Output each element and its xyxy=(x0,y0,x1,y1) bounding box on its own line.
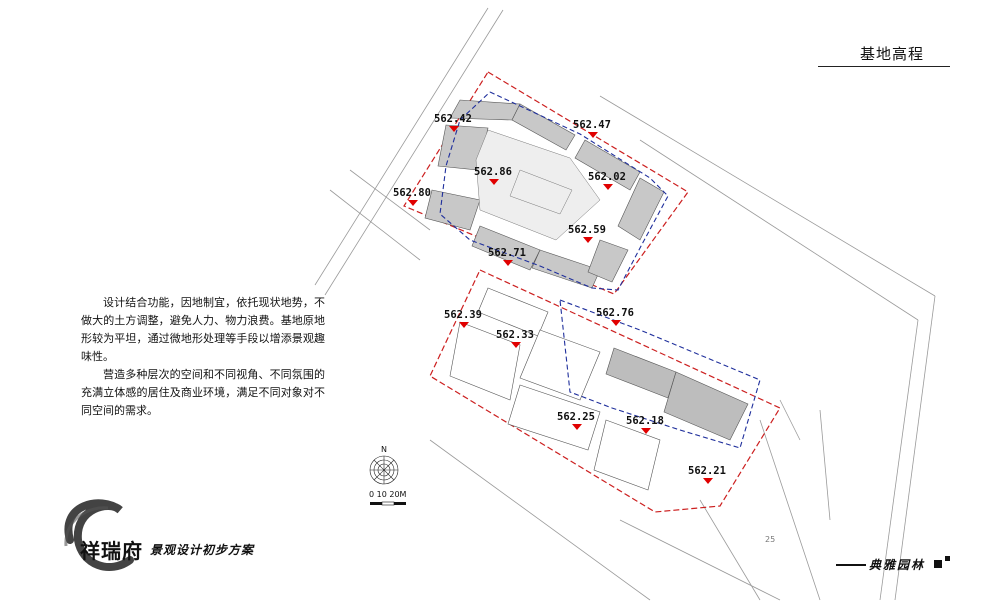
elevation-marker-icon xyxy=(611,320,621,326)
elevation-label: 562.39 xyxy=(444,309,482,321)
footer-dash xyxy=(836,564,866,566)
brand-name: 祥瑞府 xyxy=(80,539,143,563)
compass-rose xyxy=(369,455,399,485)
elevation-label: 562.02 xyxy=(588,171,626,183)
elevation-label: 562.71 xyxy=(488,247,526,259)
description-paragraph-2: 营造多种层次的空间和不同视角、不同氛围的充满立体感的居住及商业环境，满足不同对象… xyxy=(81,368,325,417)
building-outline xyxy=(439,91,761,449)
elevation-marker-icon xyxy=(459,322,469,328)
footer-small-square-icon xyxy=(945,556,950,561)
north-site-boundary xyxy=(403,71,689,295)
elevation-label: 562.18 xyxy=(626,415,664,427)
south-buildings xyxy=(449,287,661,491)
road-number: 25 xyxy=(765,535,776,544)
elevation-marker-icon xyxy=(511,342,521,348)
ink-brush-circle xyxy=(64,499,134,572)
elevation-label: 562.76 xyxy=(596,307,634,319)
elevation-label: 562.86 xyxy=(474,166,512,178)
south-site-boundary xyxy=(429,269,781,513)
elevation-label: 562.47 xyxy=(573,119,611,131)
elevation-marker-icon xyxy=(408,200,418,206)
elevation-markers: 562.42 562.47 562.86 562.02 562.80 562.59 562.… xyxy=(393,113,726,484)
elevation-marker-icon xyxy=(583,237,593,243)
elevation-marker-icon xyxy=(572,424,582,430)
elevation-marker-icon xyxy=(641,428,651,434)
title-underline xyxy=(818,66,950,67)
elevation-label: 562.59 xyxy=(568,224,606,236)
elevation-marker-icon xyxy=(503,260,513,266)
elevation-label: 562.21 xyxy=(688,465,726,477)
elevation-label: 562.33 xyxy=(496,329,534,341)
elevation-label: 562.80 xyxy=(393,187,431,199)
elevation-label: 562.25 xyxy=(557,411,595,423)
elevation-marker-icon xyxy=(449,126,459,132)
description-paragraph-1: 设计结合功能，因地制宜，依托现状地势，不做大的土方调整，避免人力、物力浪费。基地… xyxy=(81,296,325,363)
brand-subtitle: 景观设计初步方案 xyxy=(150,543,255,557)
elevation-marker-icon xyxy=(489,179,499,185)
elevation-label: 562.42 xyxy=(434,113,472,125)
footer-square-icon xyxy=(934,560,942,568)
north-courtyard xyxy=(475,129,601,241)
scale-label: 0 10 20M xyxy=(369,490,407,499)
elevation-marker-icon xyxy=(703,478,713,484)
footer-company: 典雅园林 xyxy=(869,558,926,572)
page-title: 基地高程 xyxy=(860,45,925,63)
compass-north-label: N xyxy=(381,445,387,454)
description-text: 设计结合功能，因地制宜，依托现状地势，不做大的土方调整，避免人力、物力浪费。基地… xyxy=(81,294,325,420)
elevation-marker-icon xyxy=(603,184,613,190)
north-buildings xyxy=(424,99,665,289)
scale-bar xyxy=(370,501,406,506)
elevation-marker-icon xyxy=(588,132,598,138)
south-grey-buildings xyxy=(605,347,749,441)
road-lines xyxy=(314,7,936,601)
